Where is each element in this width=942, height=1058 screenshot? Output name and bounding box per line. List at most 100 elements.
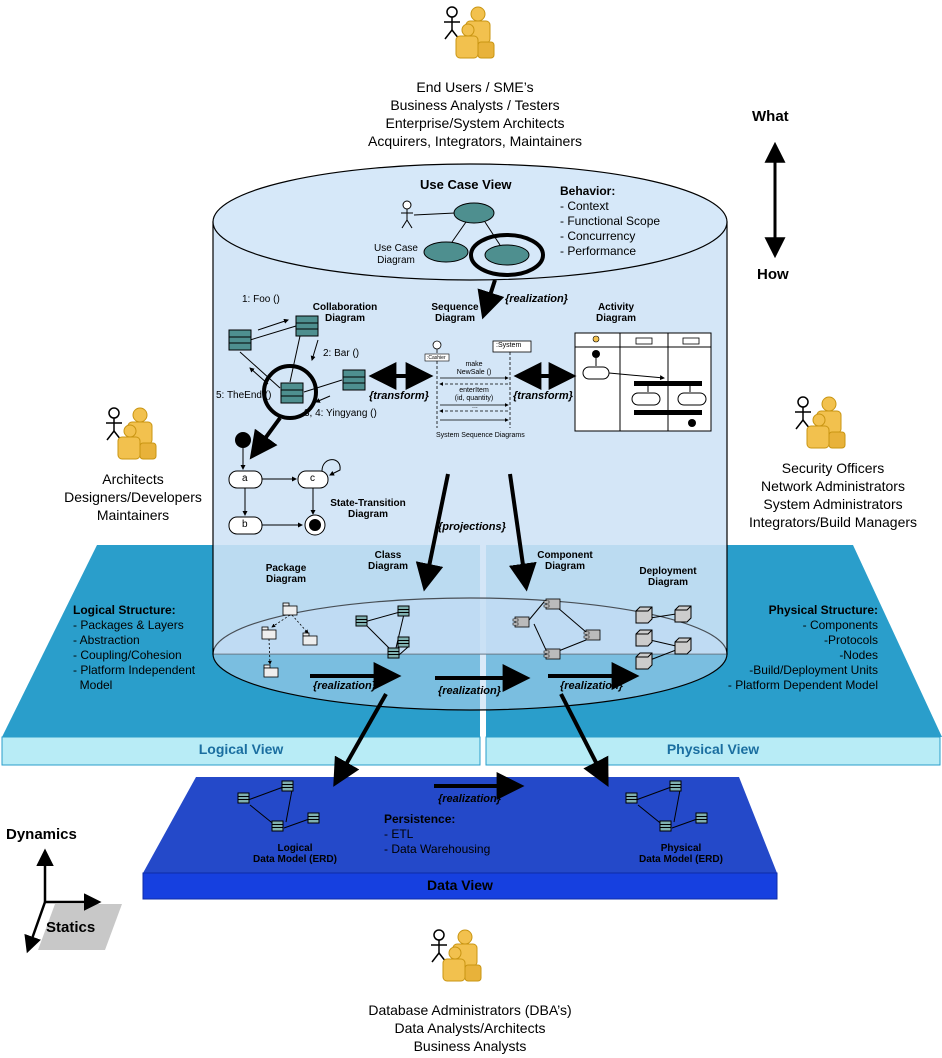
logical-structure-list: Logical Structure: - Packages & Layers -… — [73, 603, 195, 693]
cylinder-body — [212, 221, 728, 655]
structure-item: -Protocols — [823, 633, 878, 647]
role-line: Data Analysts/Architects — [394, 1020, 546, 1036]
label-line: NewSale () — [456, 369, 492, 376]
label-line: Diagram — [434, 313, 475, 324]
label-line: Sequence — [431, 302, 479, 313]
use-case-ellipse — [423, 241, 469, 263]
data-view-front — [142, 872, 778, 900]
activity-diagram — [574, 332, 712, 432]
label-line: Data Model (ERD) — [253, 854, 337, 865]
label-line: State-Transition — [330, 498, 406, 509]
label-line: Logical — [277, 843, 313, 854]
label-line: Diagram — [544, 561, 585, 572]
data-view-label: Data View — [427, 877, 493, 893]
logical-structure-title: Logical Structure: — [73, 603, 176, 617]
component-diagram-title: Component Diagram — [530, 550, 600, 572]
deployment-diagram — [635, 605, 692, 670]
behavior-item: - Functional Scope — [560, 214, 661, 228]
use-case-view-title: Use Case View — [420, 177, 512, 192]
role-line: Architects — [102, 471, 164, 487]
persistence-item: - ETL — [384, 827, 414, 841]
role-line: End Users / SME’s — [416, 79, 534, 95]
collaboration-diagram-title: Collaboration Diagram — [305, 302, 385, 324]
label-line: Diagram — [647, 577, 688, 588]
label-line: make — [465, 361, 483, 368]
label-line: Data Model (ERD) — [639, 854, 723, 865]
projection-arrow — [415, 473, 450, 592]
stakeholder-icon — [105, 407, 157, 460]
role-line: Security Officers — [781, 460, 885, 476]
realization-label: {realization} — [313, 680, 376, 692]
package-diagram-title: Package Diagram — [256, 563, 316, 585]
state-transition-diagram — [228, 432, 341, 536]
ellipsis-label: ... — [472, 403, 478, 410]
bottom-stakeholders: Database Administrators (DBA’s) Data Ana… — [320, 1001, 620, 1055]
structure-item: Model — [73, 678, 113, 692]
behavior-title: Behavior: — [560, 184, 616, 198]
physical-data-model-title: Physical Data Model (ERD) — [626, 843, 736, 865]
use-case-ellipse — [484, 244, 530, 266]
behavior-item: - Context — [560, 199, 609, 213]
left-stakeholders: Architects Designers/Developers Maintain… — [38, 470, 228, 524]
role-line: Maintainers — [96, 507, 170, 523]
stakeholder-icon — [794, 396, 846, 449]
use-case-diagram-label: Use Case Diagram — [362, 243, 430, 267]
projection-arrow — [508, 473, 537, 592]
stakeholder-icon — [443, 6, 495, 59]
top-stakeholders: End Users / SME’s Business Analysts / Te… — [330, 78, 620, 150]
label-line: Package — [265, 563, 307, 574]
structure-item: -Nodes — [839, 648, 878, 662]
logical-erd — [237, 780, 320, 832]
highlight-circle — [469, 233, 545, 277]
label-line: Physical — [660, 843, 702, 854]
physical-view-label: Physical View — [666, 741, 760, 757]
message-label: 2: Bar () — [323, 348, 360, 359]
label-line: Diagram — [265, 574, 306, 585]
label-line: Activity — [597, 302, 635, 313]
behavior-item: - Performance — [560, 244, 637, 258]
role-line: Network Administrators — [761, 478, 905, 494]
physical-erd — [625, 780, 708, 832]
label-line: Deployment — [639, 566, 697, 577]
realization-arrow — [333, 693, 388, 787]
state-a-label: a — [242, 473, 248, 484]
transform-label: {transform} — [513, 390, 573, 402]
structure-item: - Platform Dependent Model — [727, 678, 878, 692]
role-line: Business Analysts / Testers — [390, 97, 560, 113]
structure-item: - Packages & Layers — [73, 618, 184, 632]
realization-arrow — [559, 693, 609, 787]
component-diagram — [512, 598, 601, 660]
realization-label: {realization} — [560, 680, 623, 692]
structure-item: -Build/Deployment Units — [749, 663, 878, 677]
physical-view-front — [485, 736, 941, 766]
message-label: 1: Foo () — [242, 294, 280, 305]
how-label: How — [757, 266, 789, 283]
label-line: enterItem — [459, 387, 489, 394]
state-transition-diagram-title: State-Transition Diagram — [320, 498, 416, 520]
role-line: Acquirers, Integrators, Maintainers — [368, 133, 582, 149]
sequence-diagram — [424, 340, 532, 428]
stakeholder-icon — [430, 929, 482, 982]
system-lifeline-label: :System — [496, 342, 522, 349]
statics-plane — [38, 904, 122, 950]
activity-diagram-title: Activity Diagram — [586, 302, 646, 324]
message-label: 3, 4: Yingyang () — [304, 408, 377, 419]
class-diagram — [355, 605, 410, 659]
label-line: Diagram — [367, 561, 408, 572]
deployment-diagram-title: Deployment Diagram — [630, 566, 706, 588]
use-case-ellipse — [453, 202, 495, 224]
message-label: enterItem (id, quantity) — [446, 387, 502, 403]
behavior-item: - Concurrency — [560, 229, 636, 243]
physical-structure-title: Physical Structure: — [768, 603, 878, 617]
sequence-caption: System Sequence Diagrams — [436, 432, 525, 439]
logical-data-model-title: Logical Data Model (ERD) — [240, 843, 350, 865]
highlight-circle — [262, 364, 318, 420]
role-line: Business Analysts — [413, 1038, 527, 1054]
label-line: Use Case — [374, 243, 418, 254]
label-line: (id, quantity) — [454, 395, 494, 402]
label-line: Diagram — [595, 313, 636, 324]
realization-arrow — [477, 279, 505, 320]
message-label: 5: TheEnd () — [216, 390, 272, 401]
collaboration-diagram — [228, 315, 366, 420]
